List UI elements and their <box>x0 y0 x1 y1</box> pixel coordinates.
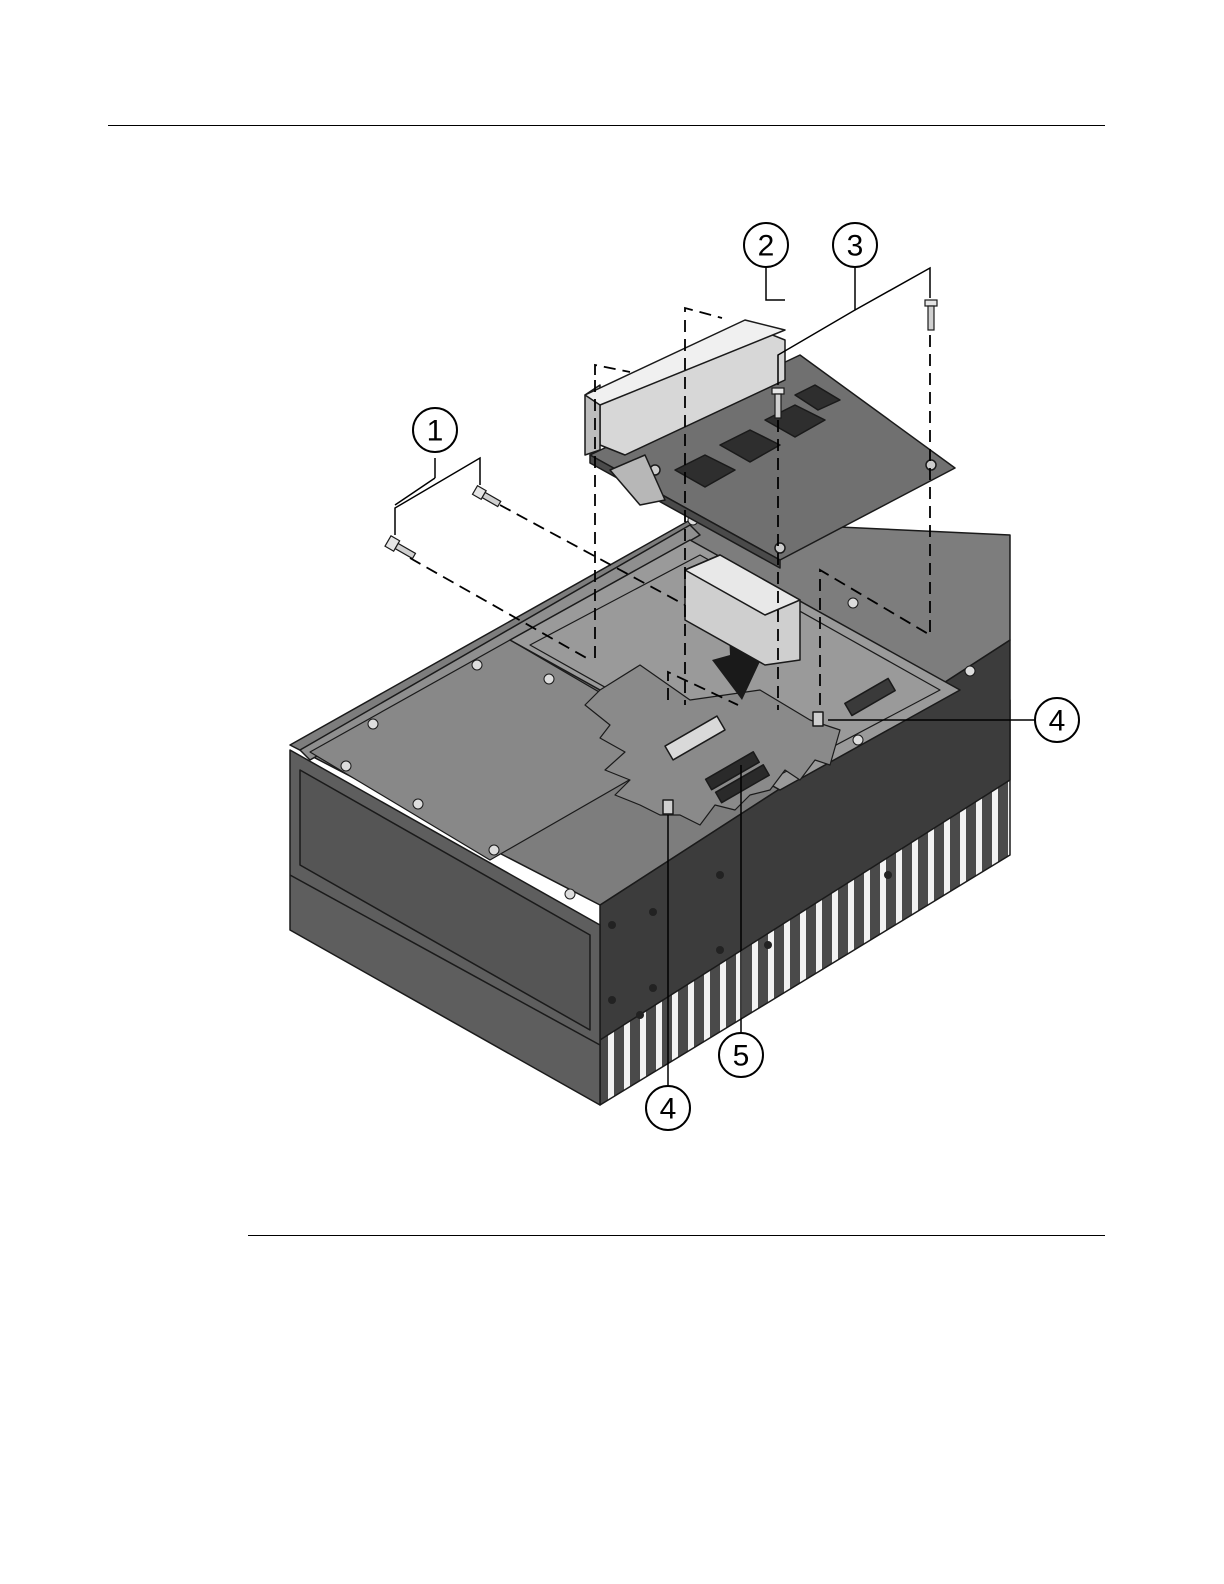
screw-icon <box>385 536 417 561</box>
callout-1: 1 <box>413 408 457 452</box>
callout-3: 3 <box>833 223 877 267</box>
callout-label: 5 <box>733 1040 750 1073</box>
callout-label: 4 <box>1049 705 1066 738</box>
callout-2: 2 <box>744 223 788 267</box>
callout-label: 3 <box>847 230 864 263</box>
callout-label: 2 <box>758 230 775 263</box>
chassis <box>290 515 1010 1105</box>
callout-label: 4 <box>660 1093 677 1126</box>
screw-icon <box>473 486 502 509</box>
callout-4-upper: 4 <box>1035 698 1079 742</box>
callout-4-lower: 4 <box>646 1086 690 1130</box>
screw-icon <box>925 300 937 330</box>
footer-rule <box>248 1235 1105 1236</box>
callout-label: 1 <box>427 415 444 448</box>
callout-5: 5 <box>719 1033 763 1077</box>
